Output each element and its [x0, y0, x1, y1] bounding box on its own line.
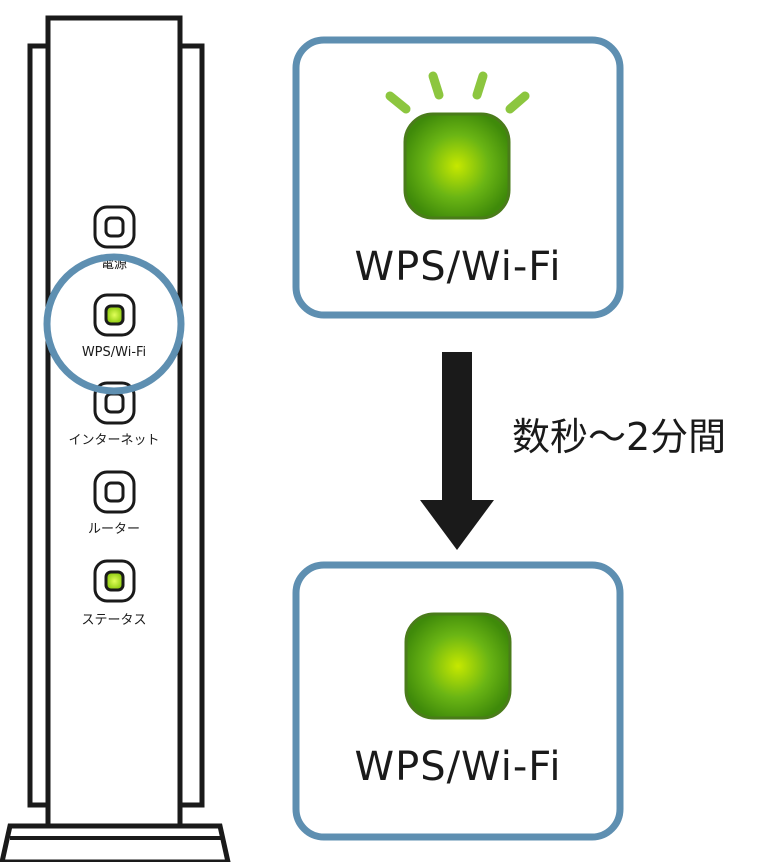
duration-label: 数秒～2分間 — [512, 415, 726, 459]
blink-rays-icon — [385, 71, 530, 114]
down-arrow-icon — [420, 352, 494, 550]
router-stand — [0, 823, 231, 862]
led-wps-label: WPS/Wi-Fi — [82, 345, 146, 360]
led-router: ルーター — [88, 470, 140, 537]
router-back-shell-right — [177, 43, 205, 808]
led-steady-icon — [404, 612, 512, 720]
panel-after-label: WPS/Wi-Fi — [355, 744, 562, 790]
panel-before-label: WPS/Wi-Fi — [355, 244, 562, 290]
led-wps: WPS/Wi-Fi — [82, 293, 146, 360]
led-internet-label: インターネット — [68, 433, 159, 448]
panel-before: WPS/Wi-Fi — [292, 36, 624, 319]
led-power: 電源 — [93, 205, 136, 272]
led-status-label: ステータス — [81, 613, 146, 628]
led-status: ステータス — [81, 559, 147, 628]
wps-highlight-circle — [43, 253, 185, 395]
router-device: 電源 WPS/Wi-Fi インターネット ルーター ステータス — [0, 15, 231, 862]
led-router-label: ルーター — [88, 522, 140, 537]
led-lit-icon — [403, 112, 511, 220]
router-back-shell — [27, 43, 51, 808]
panel-after: WPS/Wi-Fi — [292, 561, 624, 841]
